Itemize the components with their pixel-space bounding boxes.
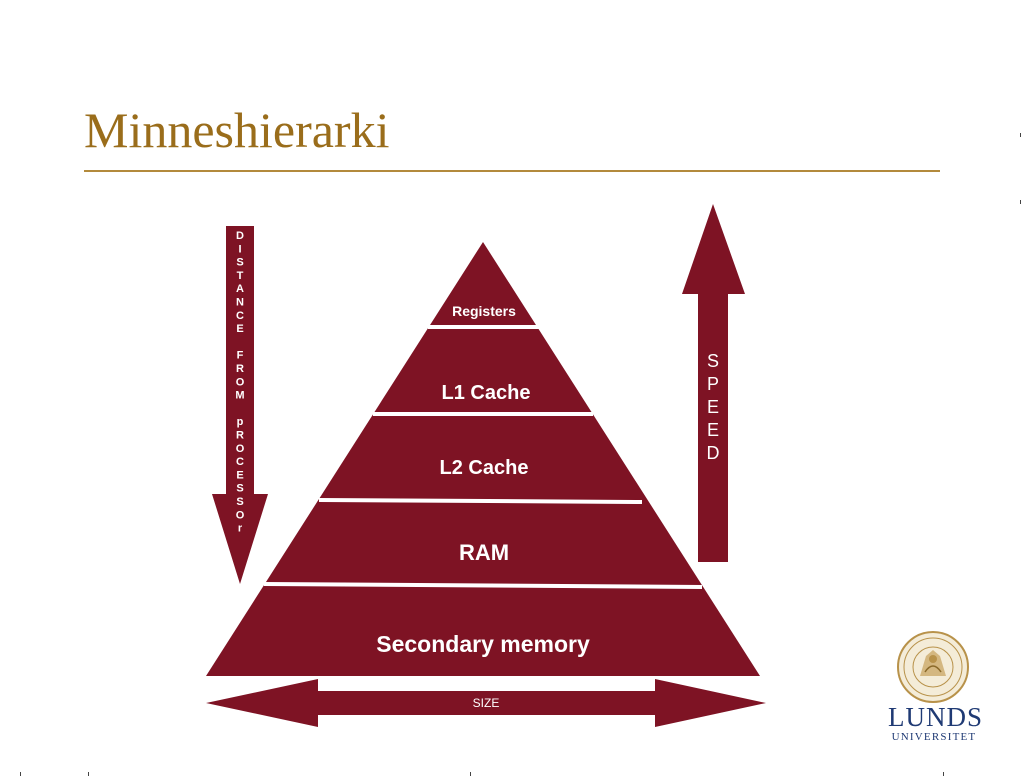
size-arrow xyxy=(206,679,766,727)
distance-label-letter: R xyxy=(236,363,244,375)
distance-label-letter: I xyxy=(238,243,241,255)
level-registers: Registers xyxy=(452,303,516,319)
level-secondary-memory: Secondary memory xyxy=(376,631,590,657)
slide-tick-mark xyxy=(943,772,944,776)
speed-label-letter: E xyxy=(707,397,719,417)
speed-label-letter: S xyxy=(707,351,719,371)
slide-tick-mark xyxy=(1020,133,1021,137)
speed-label-letter: E xyxy=(707,420,719,440)
slide-tick-mark xyxy=(470,772,471,776)
distance-label-letter: R xyxy=(236,430,244,442)
distance-arrow xyxy=(212,226,268,584)
distance-label-letter: S xyxy=(236,257,243,269)
distance-label-letter: T xyxy=(237,270,244,282)
distance-label-letter: M xyxy=(235,390,244,402)
distance-label-letter: r xyxy=(238,523,243,535)
distance-label-letter: E xyxy=(236,469,243,481)
distance-label-letter: E xyxy=(236,323,243,335)
distance-label-letter: D xyxy=(236,230,244,242)
speed-label-letter: P xyxy=(707,374,719,394)
university-logo-subtitle: UNIVERSITET xyxy=(891,731,977,743)
level-l1-cache: L1 Cache xyxy=(442,382,531,404)
university-seal-icon xyxy=(897,631,969,703)
slide-tick-mark xyxy=(88,772,89,776)
distance-label-letter: O xyxy=(236,443,245,455)
title-divider xyxy=(84,170,940,172)
level-ram: RAM xyxy=(459,540,509,565)
distance-label-letter: O xyxy=(236,376,245,388)
distance-label-letter: F xyxy=(237,350,244,362)
slide-tick-mark xyxy=(20,772,21,776)
pyramid-shape xyxy=(206,242,760,676)
distance-label-letter: p xyxy=(237,416,244,428)
distance-label-letter: S xyxy=(236,483,243,495)
separator-line xyxy=(318,498,643,504)
university-logo-name: LUNDS xyxy=(888,702,984,732)
speed-arrow xyxy=(682,204,745,562)
distance-label-letter: C xyxy=(236,310,244,322)
separator-line xyxy=(263,582,703,589)
level-l2-cache: L2 Cache xyxy=(440,457,529,479)
speed-label-letter: D xyxy=(707,443,720,463)
size-label: SIZE xyxy=(473,696,500,710)
slide-tick-mark xyxy=(1020,200,1021,204)
distance-label-letter: O xyxy=(236,509,245,521)
distance-label-letter: S xyxy=(236,496,243,508)
distance-label-letter: N xyxy=(236,297,244,309)
slide-title: Minneshierarki xyxy=(84,102,390,158)
distance-label-letter: C xyxy=(236,456,244,468)
distance-label-letter: A xyxy=(236,283,244,295)
pyramid-separators xyxy=(263,325,703,589)
